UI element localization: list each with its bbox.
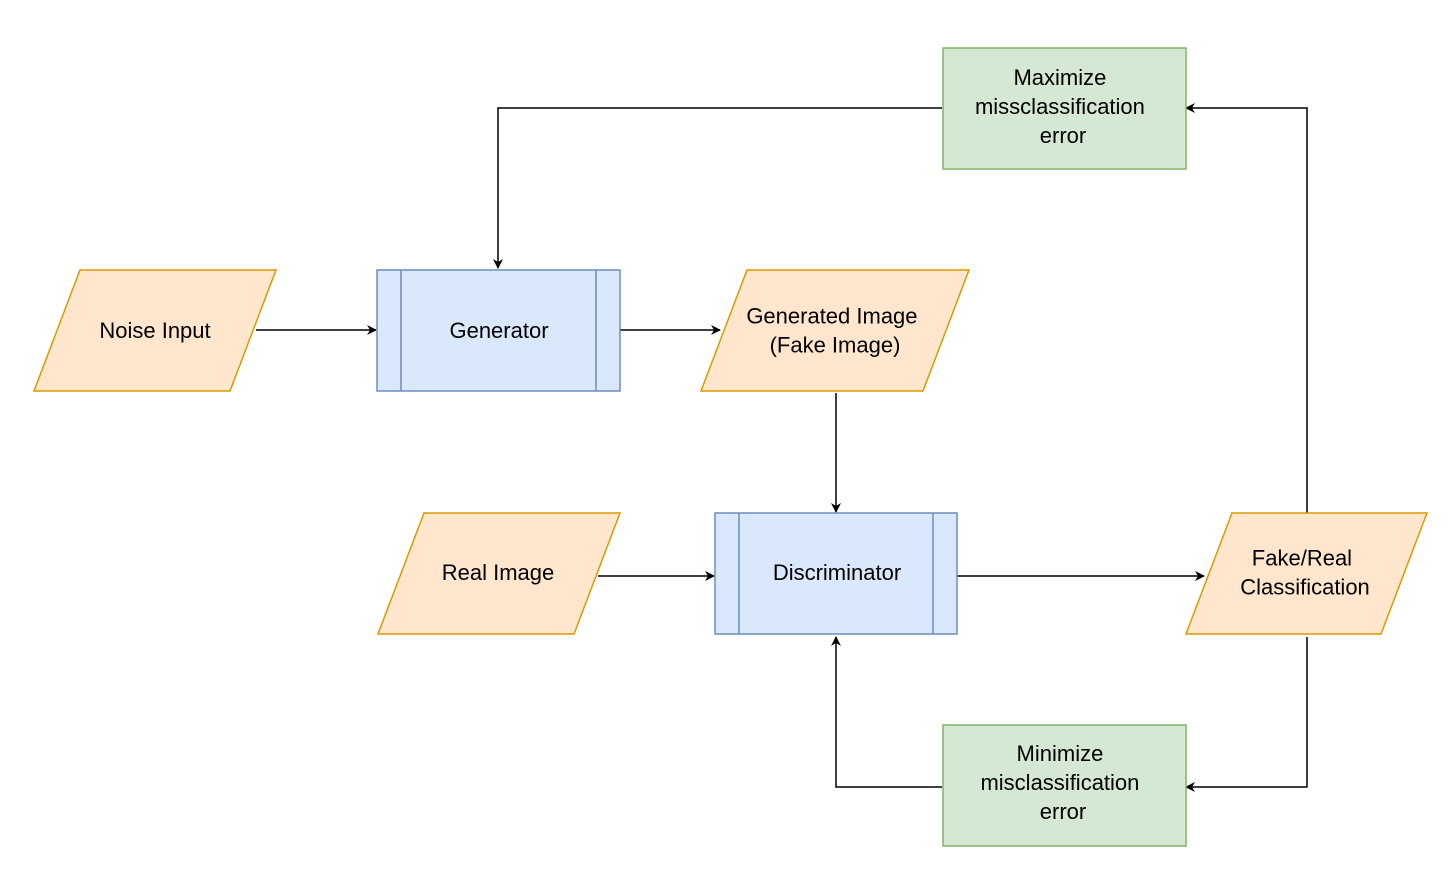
node-noise-input: Noise Input xyxy=(32,269,278,392)
node-minimize-error: Minimize misclassification error xyxy=(942,724,1187,847)
node-generated-image: Generated Image (Fake Image) xyxy=(699,269,971,392)
minimize-error-label-line-3: error xyxy=(1040,799,1086,824)
maximize-error-label-line-2: missclassification xyxy=(975,94,1145,119)
discriminator-label-line: Discriminator xyxy=(773,560,901,585)
maximize-error-shape xyxy=(942,47,1187,170)
noise-input-shape xyxy=(32,269,278,392)
maximize-error-label-line-3: error xyxy=(1040,123,1086,148)
generated-image-shape xyxy=(699,269,971,392)
classification-label-line-1: Fake/Real xyxy=(1252,546,1352,571)
minimize-error-shape xyxy=(942,724,1187,847)
edges xyxy=(256,103,1308,792)
maximize-error-label-line-1: Maximize xyxy=(1013,65,1106,90)
generated-image-label: Generated Image (Fake Image) xyxy=(746,304,923,358)
edge-classification-to-minimize xyxy=(1185,637,1308,792)
node-maximize-error: Maximize missclassification error xyxy=(942,47,1187,170)
real-image-label-line: Real Image xyxy=(442,560,555,585)
generated-image-label-line-2: (Fake Image) xyxy=(770,333,901,358)
edge-minimize-to-discriminator xyxy=(831,636,942,788)
minimize-error-label-line-1: Minimize xyxy=(1017,741,1104,766)
node-discriminator: Discriminator xyxy=(714,512,958,635)
discriminator-label: Discriminator xyxy=(773,560,901,585)
edge-classification-to-maximize xyxy=(1185,103,1308,515)
generator-label: Generator xyxy=(449,318,548,343)
real-image-label: Real Image xyxy=(442,560,555,585)
edge-maximize-to-generator xyxy=(493,107,942,269)
generator-label-line: Generator xyxy=(449,318,548,343)
minimize-error-label-line-2: misclassification xyxy=(980,770,1139,795)
noise-input-label-line: Noise Input xyxy=(99,318,210,343)
classification-shape xyxy=(1184,512,1429,635)
node-real-image: Real Image xyxy=(376,512,622,635)
classification-label: Fake/Real Classification xyxy=(1240,546,1370,600)
minimize-error-label: Minimize misclassification error xyxy=(980,741,1145,824)
classification-label-line-2: Classification xyxy=(1240,575,1370,600)
real-image-shape xyxy=(376,512,622,635)
node-classification: Fake/Real Classification xyxy=(1184,512,1429,635)
maximize-error-label: Maximize missclassification error xyxy=(975,65,1151,148)
node-generator: Generator xyxy=(376,269,621,392)
generator-shape xyxy=(376,269,621,392)
noise-input-label: Noise Input xyxy=(99,318,210,343)
generated-image-label-line-1: Generated Image xyxy=(746,304,917,329)
discriminator-shape xyxy=(714,512,958,635)
